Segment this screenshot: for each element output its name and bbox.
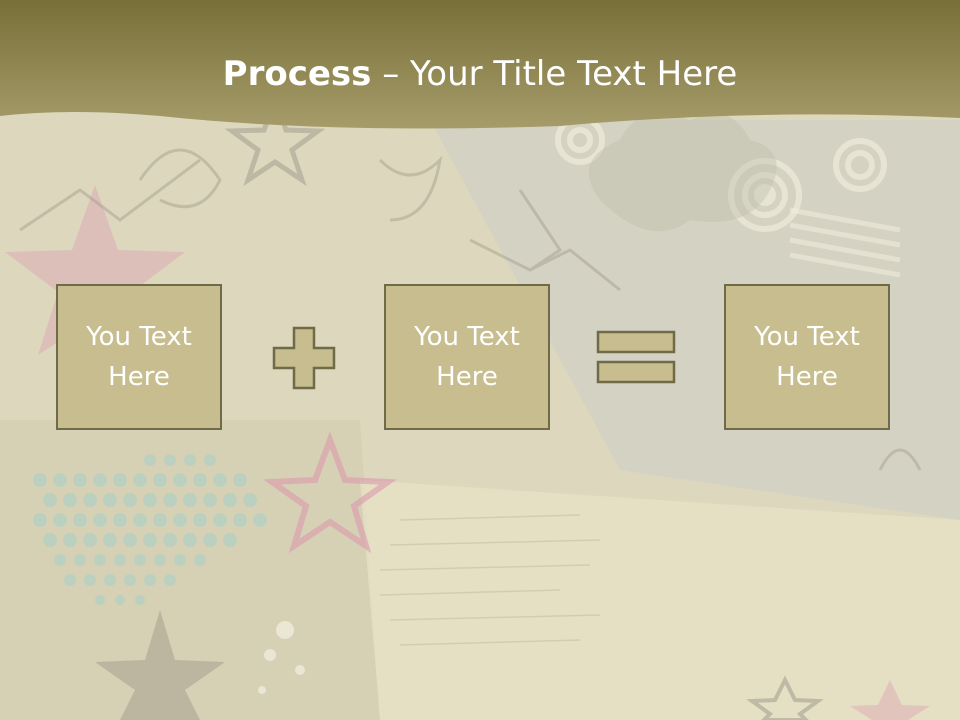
pink-star-large bbox=[5, 185, 185, 355]
text-box-2-label: You Text Here bbox=[414, 322, 520, 392]
title-rest: Your Title Text Here bbox=[410, 54, 738, 94]
text-box-1[interactable]: You Text Here bbox=[56, 284, 222, 430]
pink-star-small bbox=[263, 431, 397, 554]
title-dash: – bbox=[371, 54, 411, 94]
text-box-2[interactable]: You Text Here bbox=[384, 284, 550, 430]
text-box-3-label: You Text Here bbox=[754, 322, 860, 392]
title-bold: Process bbox=[222, 54, 372, 94]
slide-title: Process – Your Title Text Here bbox=[0, 52, 960, 96]
title-banner bbox=[0, 0, 960, 129]
plus-icon bbox=[272, 326, 336, 390]
text-box-1-label: You Text Here bbox=[86, 322, 192, 392]
equals-icon bbox=[596, 330, 676, 384]
text-box-3[interactable]: You Text Here bbox=[724, 284, 890, 430]
